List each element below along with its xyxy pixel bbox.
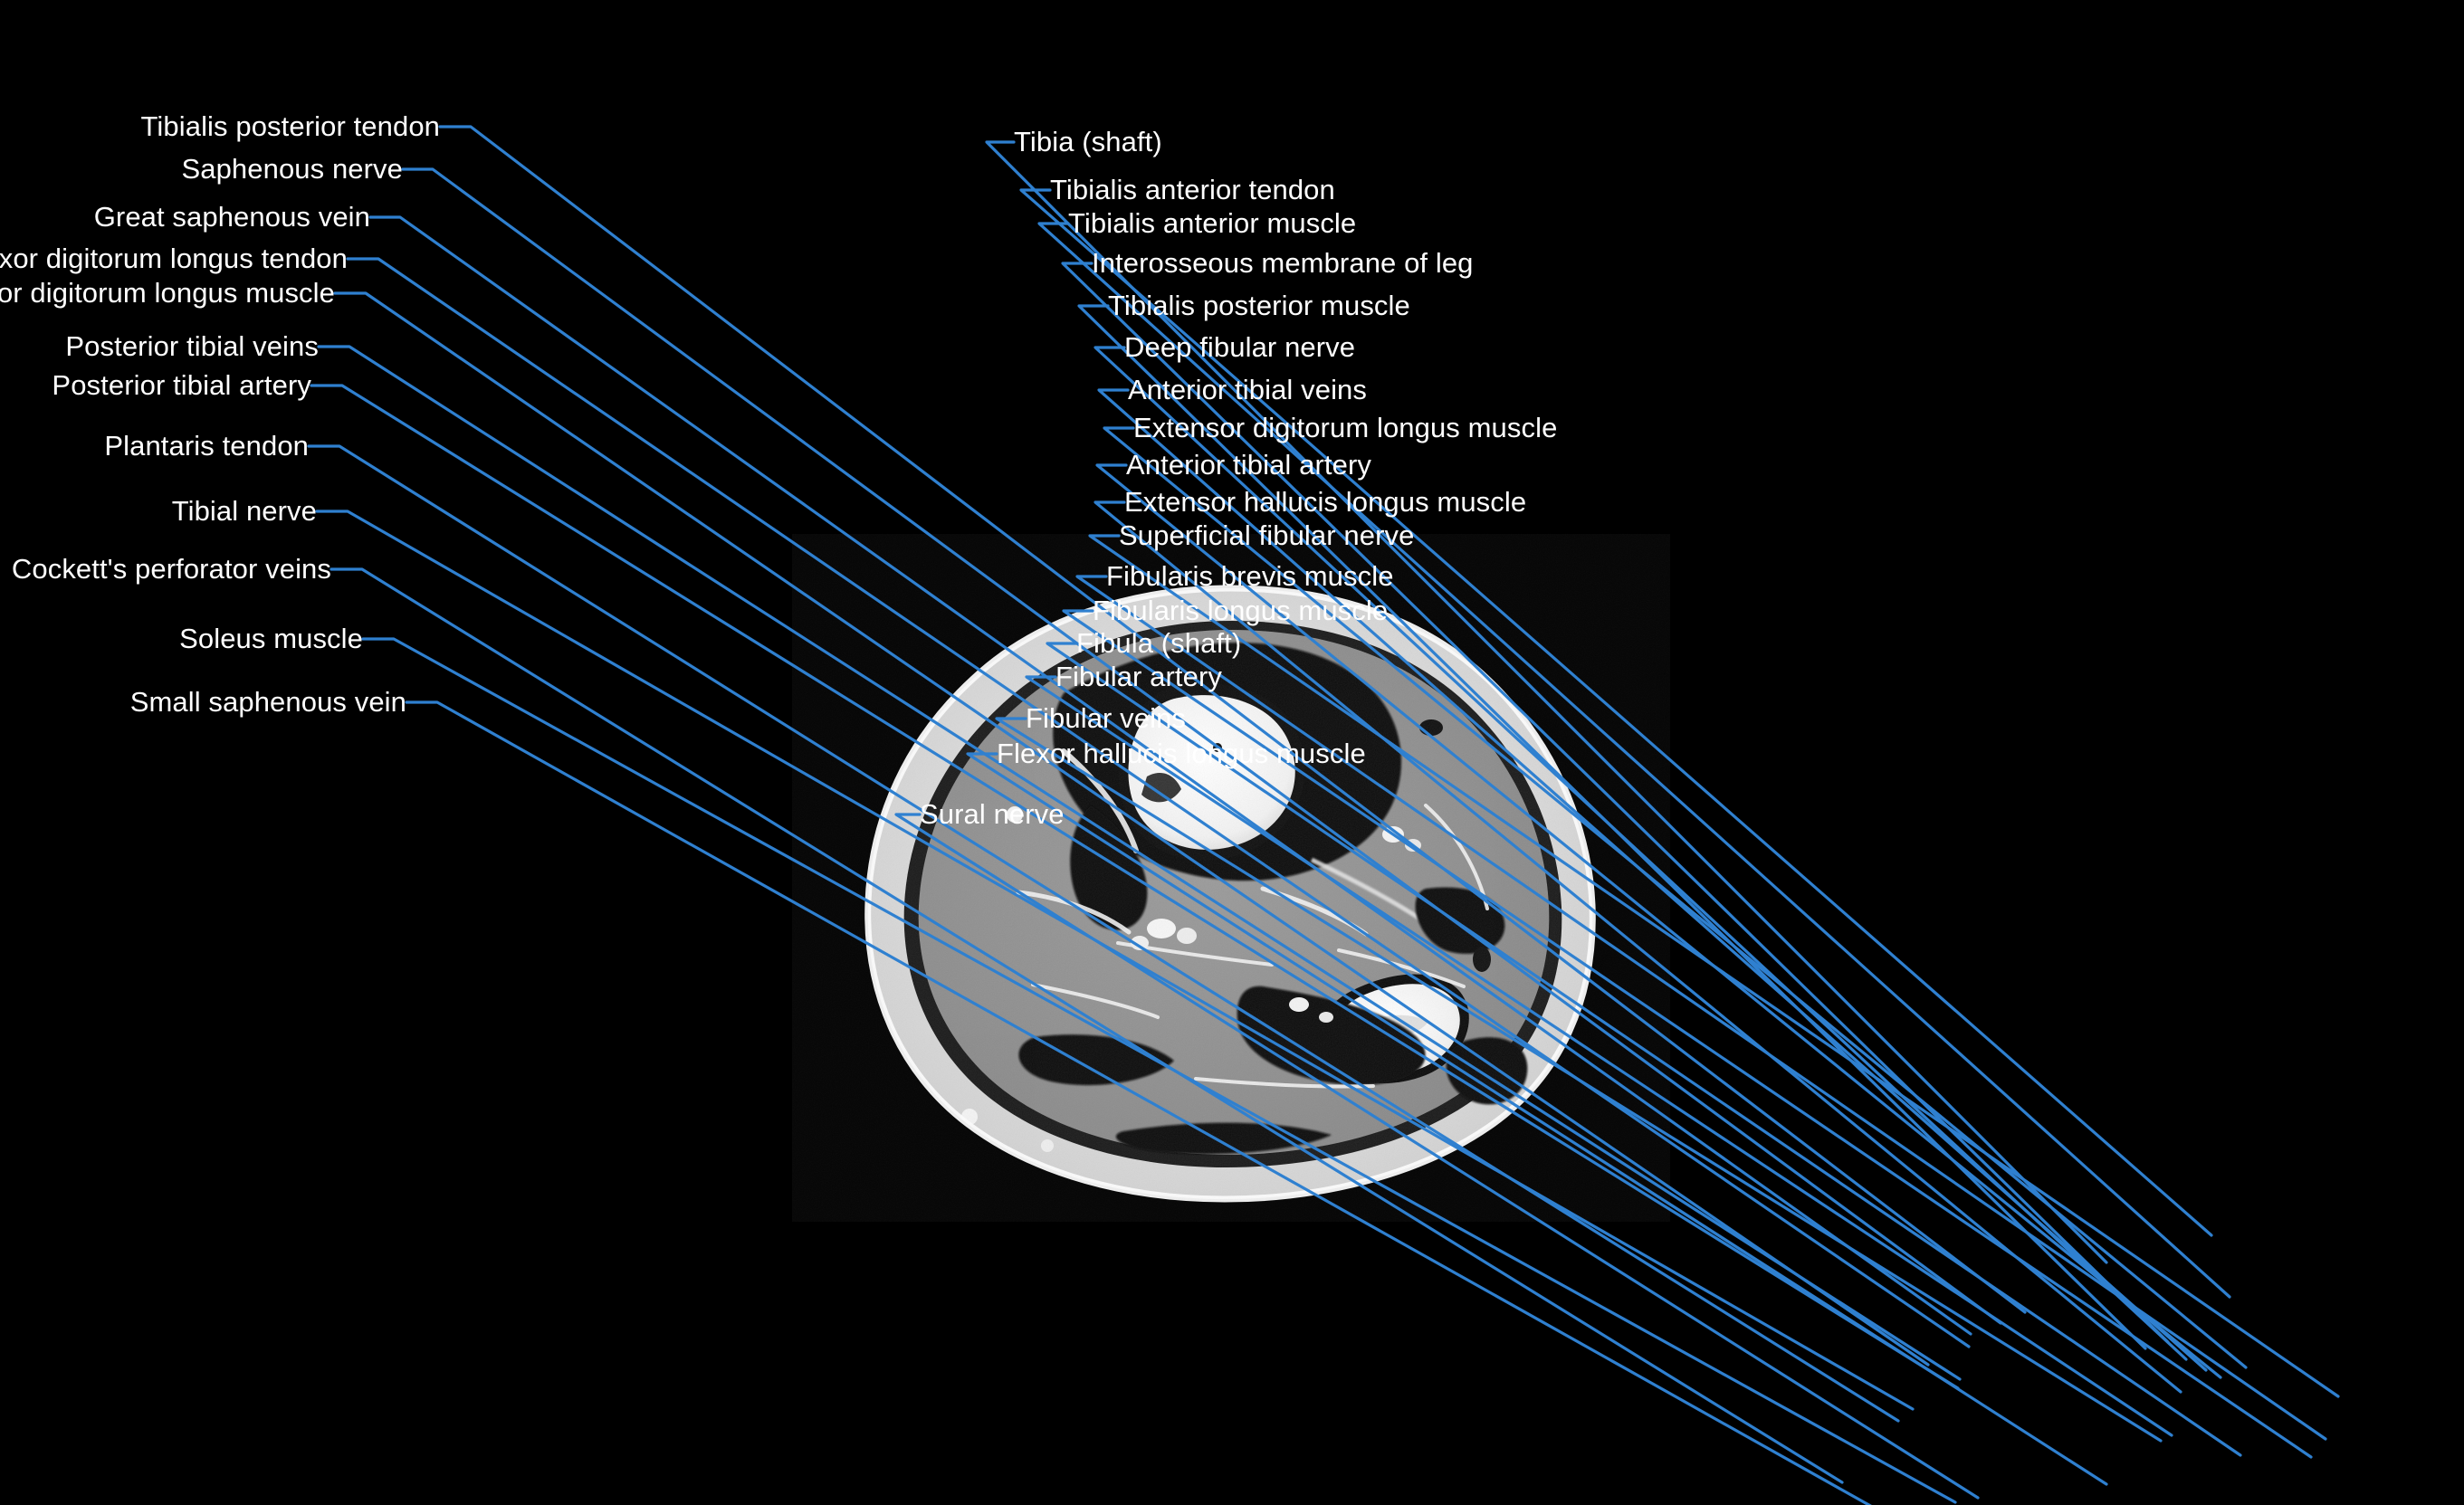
label-tibial-nerve: Tibial nerve — [171, 495, 317, 527]
label-fibularis-brevis-muscle: Fibularis brevis muscle — [1106, 560, 1394, 592]
label-tibialis-anterior-tendon: Tibialis anterior tendon — [1050, 174, 1335, 205]
label-anterior-tibial-artery: Anterior tibial artery — [1126, 449, 1371, 481]
label-anterior-tibial-veins: Anterior tibial veins — [1128, 374, 1367, 405]
label-flexor-hallucis-longus-muscle: Flexor hallucis longus muscle — [997, 738, 1366, 769]
label-posterior-tibial-veins: Posterior tibial veins — [65, 330, 319, 362]
label-posterior-tibial-artery: Posterior tibial artery — [52, 369, 311, 401]
label-fibular-artery: Fibular artery — [1055, 661, 1223, 692]
label-flexor-digitorum-longus-tendon: Flexor digitorum longus tendon — [0, 243, 348, 274]
label-tibialis-posterior-tendon: Tibialis posterior tendon — [140, 110, 440, 142]
label-interosseous-membrane-of-leg: Interosseous membrane of leg — [1092, 247, 1474, 279]
label-extensor-hallucis-longus-muscle: Extensor hallucis longus muscle — [1124, 486, 1527, 518]
label-fibularis-longus-muscle: Fibularis longus muscle — [1093, 595, 1389, 626]
label-small-saphenous-vein: Small saphenous vein — [129, 686, 406, 718]
label-extensor-digitorum-longus-muscle: Extensor digitorum longus muscle — [1133, 412, 1558, 443]
label-fibula-shaft: Fibula (shaft) — [1076, 627, 1242, 659]
label-deep-fibular-nerve: Deep fibular nerve — [1124, 331, 1356, 363]
label-sural-nerve: Sural nerve — [920, 798, 1065, 830]
label-plantaris-tendon: Plantaris tendon — [104, 430, 309, 462]
label-tibia-shaft: Tibia (shaft) — [1014, 126, 1162, 157]
label-soleus-muscle: Soleus muscle — [179, 623, 363, 654]
label-cocketts-perforator-veins: Cockett's perforator veins — [11, 553, 331, 585]
label-superficial-fibular-nerve: Superficial fibular nerve — [1119, 519, 1415, 551]
label-tibialis-anterior-muscle: Tibialis anterior muscle — [1068, 207, 1357, 239]
label-fibular-veins: Fibular veins — [1026, 702, 1187, 734]
label-flexor-digitorum-longus-muscle: Flexor digitorum longus muscle — [0, 277, 335, 309]
label-saphenous-nerve: Saphenous nerve — [181, 153, 403, 185]
label-tibialis-posterior-muscle: Tibialis posterior muscle — [1108, 290, 1410, 321]
label-great-saphenous-vein: Great saphenous vein — [93, 201, 370, 233]
